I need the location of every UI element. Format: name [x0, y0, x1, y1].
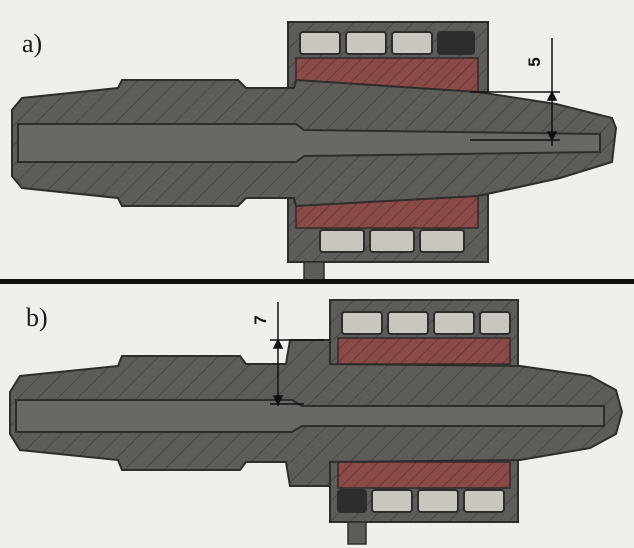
- coil-sleeve-top-b: [337, 337, 511, 365]
- coil-sleeve-bottom-b: [337, 461, 511, 489]
- stub-b: [347, 521, 367, 545]
- dimension-label-5: 5: [525, 57, 544, 66]
- dimension-5: [470, 38, 560, 146]
- dimension-7: [270, 302, 324, 406]
- bore-a: [17, 123, 601, 163]
- roller-row-bottom-b: [337, 489, 505, 513]
- roller-row-bottom-a: [319, 229, 465, 253]
- panel-label-a: a): [22, 29, 42, 58]
- panel-b: 7 b): [9, 299, 624, 545]
- bore-b: [15, 399, 605, 433]
- panel-label-b: b): [26, 303, 48, 332]
- dimension-label-7: 7: [251, 315, 270, 324]
- panel-a: 5 a): [11, 21, 618, 283]
- roller-row-top-b: [341, 311, 511, 335]
- roller-row-top-a: [299, 31, 475, 55]
- panel-divider: [0, 279, 634, 284]
